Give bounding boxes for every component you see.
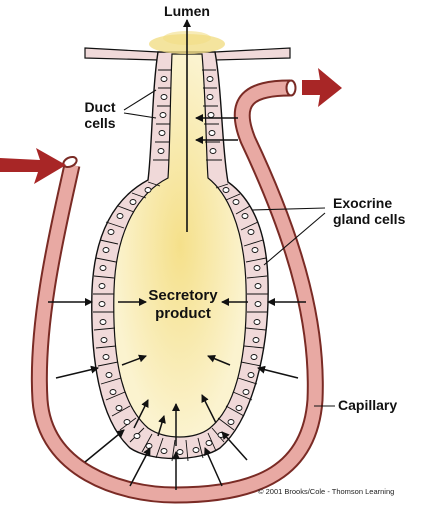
capillary bbox=[30, 79, 324, 504]
label-exocrine-line2: gland cells bbox=[333, 211, 406, 227]
leader-lines bbox=[123, 89, 335, 407]
capillary-opening-right bbox=[285, 79, 297, 97]
label-secretory-line1: Secretory bbox=[148, 287, 218, 304]
blood-inflow-arrow-icon bbox=[0, 148, 66, 184]
label-duct-line2: cells bbox=[84, 115, 115, 131]
cell-boundaries bbox=[93, 69, 268, 462]
label-duct-line1: Duct bbox=[84, 99, 115, 115]
lumen bbox=[113, 53, 247, 438]
cell-nuclei bbox=[98, 76, 262, 455]
copyright-notice: © 2001 Brooks/Cole - Thomson Learning bbox=[258, 487, 394, 496]
label-exocrine-line1: Exocrine bbox=[333, 195, 392, 211]
blood-outflow-arrow-icon bbox=[302, 68, 342, 107]
label-lumen: Lumen bbox=[164, 3, 210, 19]
label-capillary: Capillary bbox=[338, 397, 397, 413]
label-secretory-line2: product bbox=[155, 305, 211, 322]
transport-arrows bbox=[48, 114, 306, 490]
